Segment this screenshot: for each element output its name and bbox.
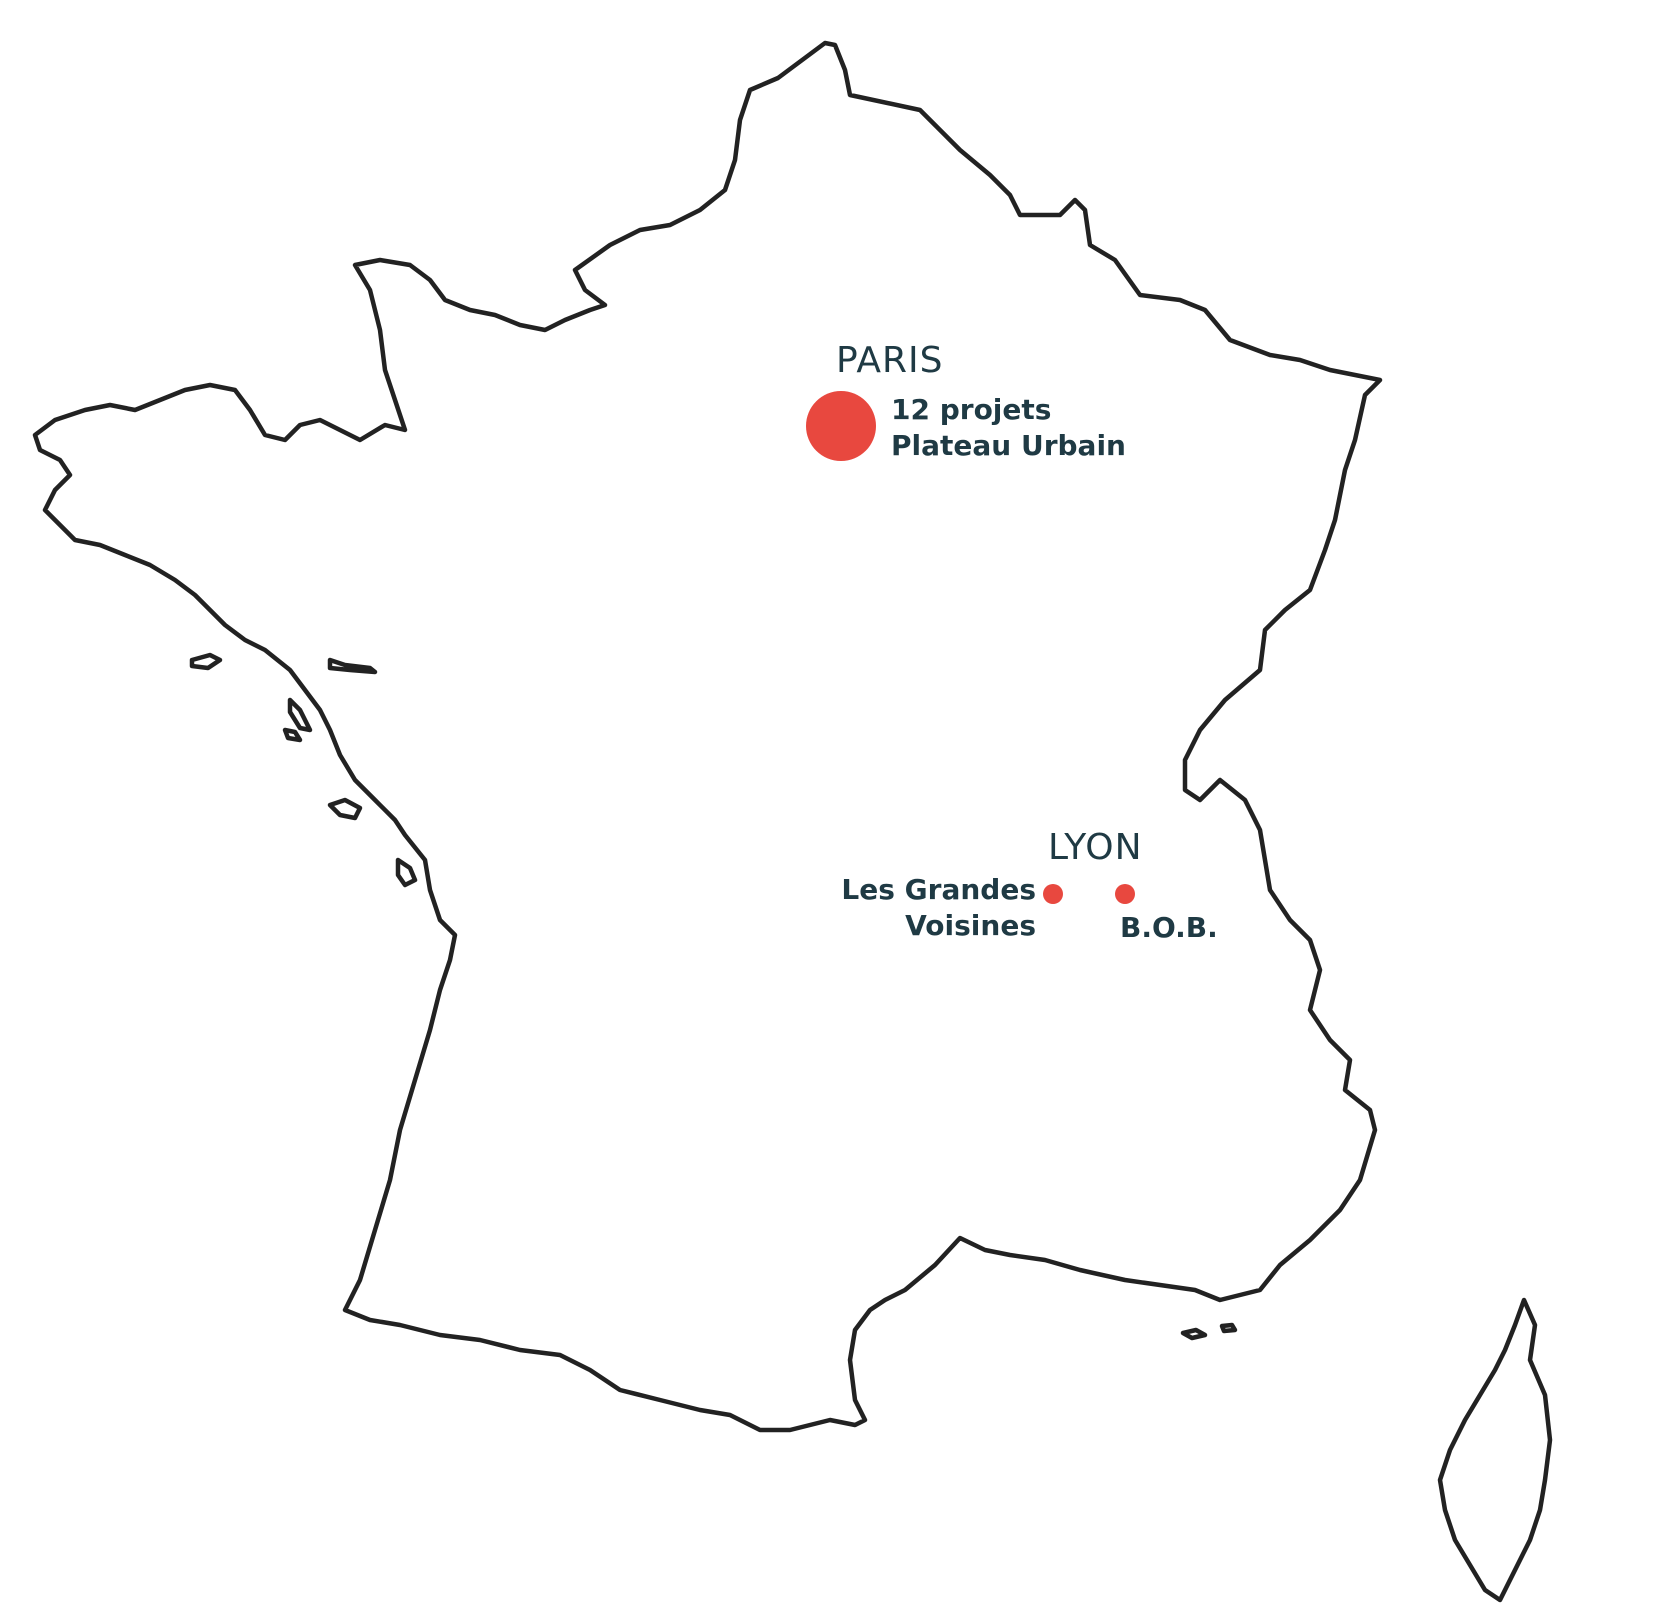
france-outline [32, 40, 1383, 1433]
grandes-voisines-marker [1043, 884, 1063, 904]
island-hyeres-1 [1180, 1327, 1208, 1341]
lyon-city-name: LYON [1048, 827, 1143, 868]
island-yeu [282, 727, 303, 743]
paris-city-name: PARIS [836, 340, 944, 381]
paris-organization: Plateau Urbain [891, 429, 1126, 462]
bob-marker [1115, 884, 1135, 904]
island-belle-ile [189, 652, 223, 671]
peninsula-quiberon [327, 657, 378, 675]
island-re [327, 797, 363, 821]
island-hyeres-2 [1219, 1322, 1238, 1334]
grandes-voisines-line1: Les Grandes [841, 873, 1036, 906]
paris-project-label: 12 projets Plateau Urbain [891, 392, 1126, 464]
bob-label: B.O.B. [1120, 911, 1218, 944]
paris-marker [806, 391, 876, 461]
island-oleron [395, 857, 418, 888]
island-noirmoutier [287, 697, 313, 733]
grandes-voisines-line2: Voisines [905, 909, 1036, 942]
paris-project-count: 12 projets [891, 393, 1052, 426]
grandes-voisines-label: Les Grandes Voisines [841, 872, 1036, 944]
corsica-outline [1437, 1297, 1553, 1603]
